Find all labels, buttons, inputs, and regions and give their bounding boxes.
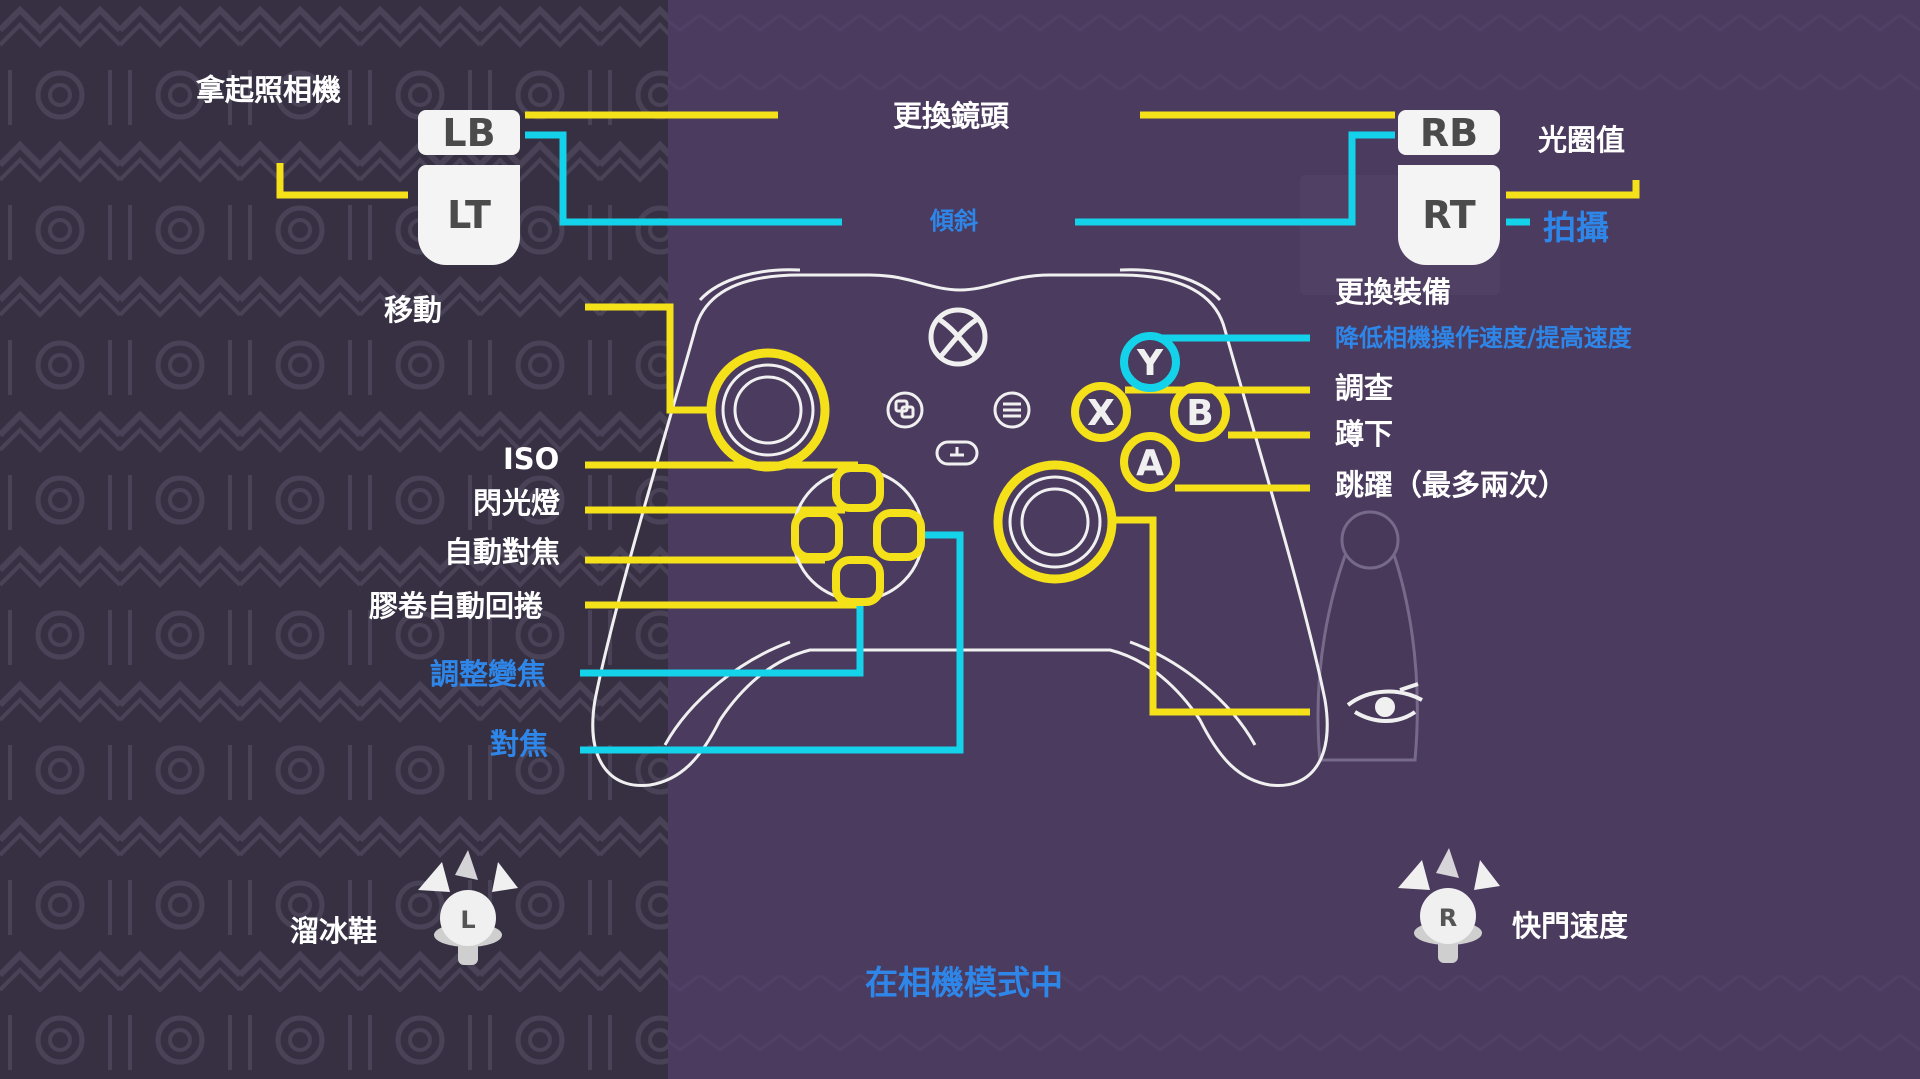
b-button[interactable] (1170, 382, 1230, 442)
d-pad-up[interactable] (832, 464, 884, 512)
y-button[interactable] (1120, 332, 1180, 392)
eye-icon (1346, 682, 1423, 723)
face-buttons: Y X B A (1071, 332, 1230, 492)
b-button-label: B (1186, 393, 1213, 434)
label-autofocus: 自動對焦 (444, 535, 561, 569)
xbox-logo-icon (928, 307, 988, 367)
left-stick[interactable] (706, 348, 830, 472)
penguin-decor (1316, 510, 1419, 762)
label-investigate: 調查 (1335, 371, 1394, 405)
label-switch-lens: 更換鏡頭 (893, 99, 1010, 133)
label-zoom: 調整變焦 (430, 657, 547, 691)
label-camera-speed: 降低相機操作速度/提高速度 (1335, 324, 1632, 352)
label-camera-mode: 在相機模式中 (865, 963, 1063, 1002)
label-move: 移動 (384, 293, 443, 327)
label-iso: ISO (503, 442, 560, 476)
lt-button[interactable]: LT (418, 165, 520, 265)
rb-button[interactable]: RB (1398, 110, 1500, 155)
d-pad-down[interactable] (832, 556, 884, 606)
a-button-label: A (1136, 443, 1164, 484)
rt-button[interactable]: RT (1398, 165, 1500, 265)
controller-outline (591, 268, 1329, 788)
d-pad-left[interactable] (791, 509, 843, 561)
view-button-icon[interactable] (886, 391, 924, 429)
x-button[interactable] (1071, 382, 1131, 442)
a-button[interactable] (1120, 432, 1180, 492)
x-button-label: X (1087, 393, 1115, 434)
d-pad-right[interactable] (873, 509, 925, 561)
left-tribal-panel (0, 0, 668, 1079)
right-stick-click-icon (1398, 848, 1500, 963)
right-stick[interactable] (993, 460, 1117, 584)
right-background-top-band (668, 0, 1920, 90)
d-pad[interactable] (791, 464, 925, 606)
y-button-label: Y (1136, 343, 1164, 384)
right-background (668, 0, 1920, 1079)
label-aperture: 光圈值 (1538, 123, 1626, 157)
label-shoot: 拍攝 (1543, 208, 1609, 247)
left-stick-click-icon (418, 850, 518, 965)
connector-lines (276, 111, 1640, 754)
lb-button[interactable]: LB (418, 110, 520, 155)
label-take-camera: 拿起照相機 (196, 73, 342, 107)
left-stick-badge: L (460, 906, 475, 934)
label-focus: 對焦 (490, 727, 549, 761)
label-skates: 溜冰鞋 (290, 914, 378, 948)
label-switch-gear: 更換裝備 (1335, 275, 1452, 309)
label-flash: 閃光燈 (473, 486, 561, 520)
label-film-rewind: 膠卷自動回捲 (369, 589, 544, 623)
right-background-bottom-band (668, 975, 1920, 1079)
share-button-icon[interactable] (935, 440, 979, 466)
label-shutter-speed: 快門速度 (1512, 909, 1629, 943)
label-tilt: 傾斜 (930, 207, 978, 235)
label-crouch: 蹲下 (1335, 417, 1394, 451)
label-jump: 跳躍（最多兩次） (1335, 468, 1568, 502)
right-stick-badge: R (1439, 904, 1457, 932)
menu-button-icon[interactable] (993, 391, 1031, 429)
